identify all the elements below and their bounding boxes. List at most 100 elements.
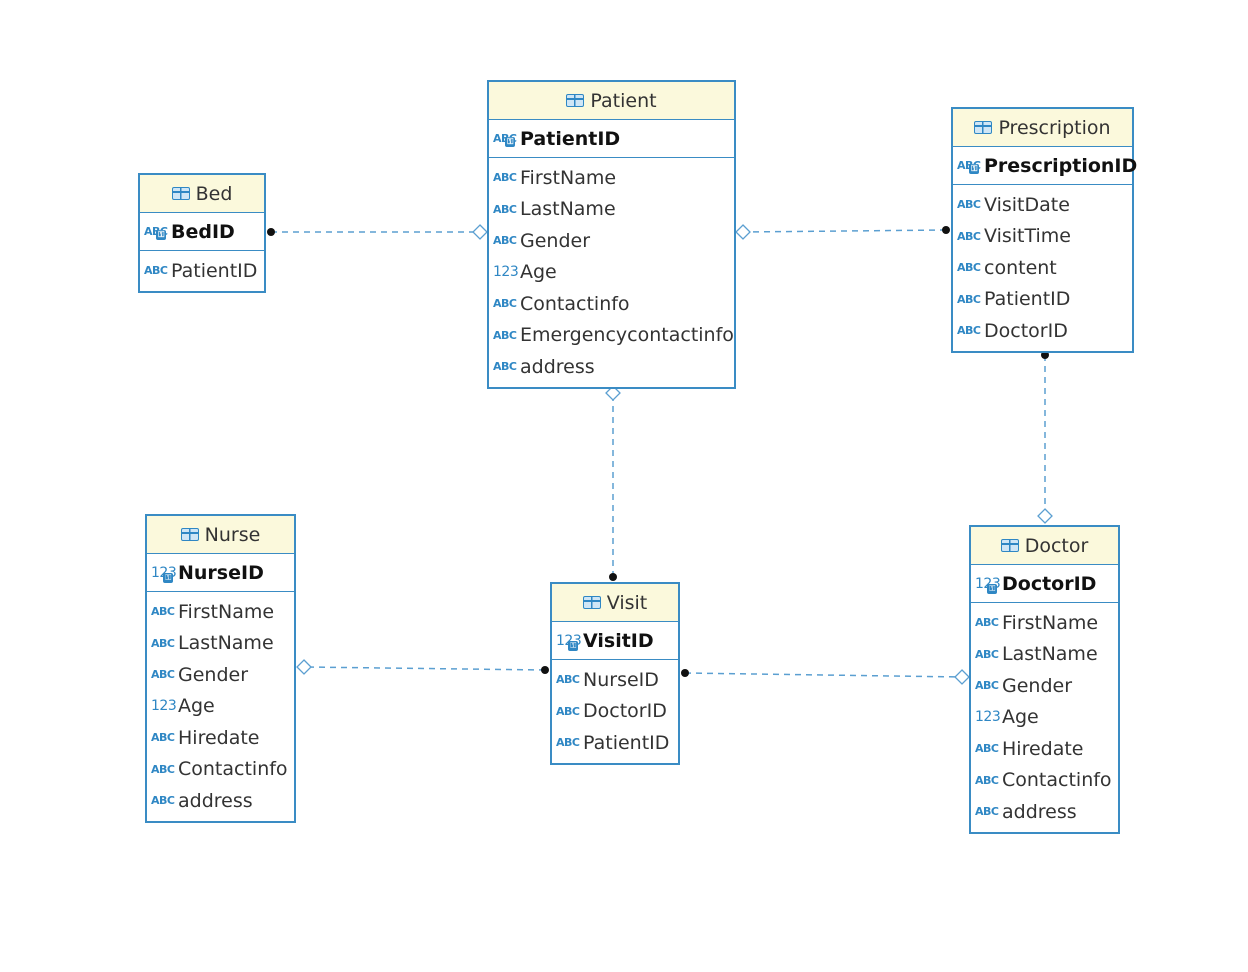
relationship-prescription-doctor[interactable] <box>1037 351 1053 524</box>
text-type-icon: ABC <box>144 264 168 278</box>
relationship-visit-patient[interactable] <box>605 385 621 581</box>
text-type-icon: ABC <box>556 704 580 718</box>
text-type-icon: ABC <box>493 202 517 216</box>
entity-header[interactable]: Prescription <box>953 109 1132 147</box>
text-type-icon: ABC <box>957 198 981 212</box>
attribute-name: Contactinfo <box>178 758 288 781</box>
primary-key-row[interactable]: ABC⚿PatientID <box>489 120 734 158</box>
key-icon: ⚿ <box>969 164 979 174</box>
primary-key-row[interactable]: ABC⚿BedID <box>140 213 264 251</box>
entity-header[interactable]: Doctor <box>971 527 1118 565</box>
entity-title: Doctor <box>1024 534 1089 557</box>
attribute-name: Gender <box>1002 674 1073 697</box>
entity-header[interactable]: Patient <box>489 82 734 120</box>
entity-header[interactable]: Visit <box>552 584 678 622</box>
text-type-key-icon: ABC⚿ <box>493 132 517 147</box>
relationship-line <box>303 666 546 671</box>
entity-header[interactable]: Nurse <box>147 516 294 554</box>
foreign-key-end-dot <box>541 666 549 674</box>
primary-key-row[interactable]: 123⚿DoctorID <box>971 565 1118 603</box>
text-type-icon: ABC <box>493 171 517 185</box>
relationship-line <box>684 672 963 678</box>
attribute-name: address <box>178 789 253 812</box>
relationship-prescription-patient[interactable] <box>735 224 950 240</box>
key-icon: ⚿ <box>156 230 166 240</box>
attribute-name: PatientID <box>583 731 670 754</box>
attribute-name: Emergencycontactinfo <box>520 324 734 347</box>
entity-nurse[interactable]: Nurse123⚿NurseIDABCFirstNameABCLastNameA… <box>145 514 296 823</box>
attribute-name: PatientID <box>171 259 258 282</box>
attribute-name: Hiredate <box>178 726 260 749</box>
referenced-end-diamond <box>735 224 751 240</box>
text-type-icon: ABC <box>975 647 999 661</box>
numeric-type-icon: 123 <box>151 698 177 715</box>
text-type-key-icon: ABC⚿ <box>957 159 981 174</box>
text-type-icon: ABC <box>151 668 175 682</box>
attribute-name: content <box>984 256 1057 279</box>
entity-prescription[interactable]: PrescriptionABC⚿PrescriptionIDABCVisitDa… <box>951 107 1137 353</box>
entity-doctor[interactable]: Doctor123⚿DoctorIDABCFirstNameABCLastNam… <box>969 525 1120 834</box>
numeric-type-key-icon: 123⚿ <box>556 633 582 651</box>
attribute-name: Gender <box>520 229 591 252</box>
relationship-line <box>742 229 947 233</box>
attribute-name: PatientID <box>984 288 1071 311</box>
primary-key-row[interactable]: 123⚿NurseID <box>147 554 294 592</box>
entity-header[interactable]: Bed <box>140 175 264 213</box>
relationship-bed-patient[interactable] <box>267 224 488 240</box>
text-type-icon: ABC <box>151 605 175 619</box>
table-icon <box>566 94 585 107</box>
entity-title: Bed <box>195 182 233 205</box>
text-type-icon: ABC <box>957 229 981 243</box>
relationship-visit-doctor[interactable] <box>681 669 970 685</box>
text-type-icon: ABC <box>975 742 999 756</box>
primary-key-name: PrescriptionID <box>984 154 1138 177</box>
text-type-icon: ABC <box>957 324 981 338</box>
entity-title: Prescription <box>998 116 1111 139</box>
entity-visit[interactable]: Visit123⚿VisitIDABCNurseIDABCDoctorIDABC… <box>550 582 680 765</box>
primary-key-row[interactable]: ABC⚿PrescriptionID <box>953 147 1137 185</box>
attribute-name: VisitDate <box>984 193 1070 216</box>
primary-key-row[interactable]: 123⚿VisitID <box>552 622 678 660</box>
attribute-name: FirstName <box>1002 611 1099 634</box>
foreign-key-end-dot <box>681 669 689 677</box>
attribute-name: LastName <box>520 198 616 221</box>
relationship-visit-nurse[interactable] <box>296 659 549 675</box>
text-type-icon: ABC <box>151 762 175 776</box>
table-icon <box>171 187 190 200</box>
entity-patient[interactable]: PatientABC⚿PatientIDABCFirstNameABCLastN… <box>487 80 736 389</box>
